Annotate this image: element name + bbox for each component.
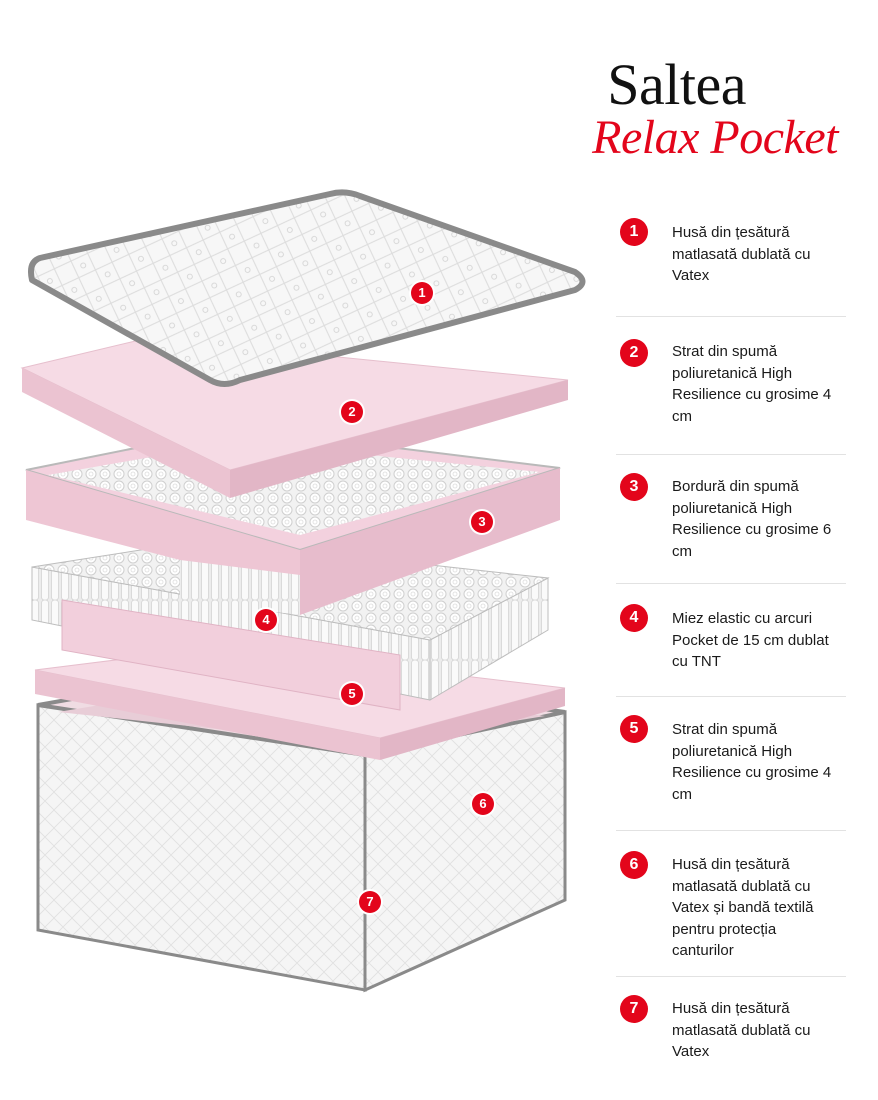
mattress-illustration	[20, 189, 586, 993]
legend-item: 6 Husă din țesătură matlasată dublată cu…	[616, 831, 846, 977]
product-title-line2: Relax Pocket	[592, 111, 838, 164]
legend-text: Husă din țesătură matlasată dublată cu V…	[672, 856, 814, 959]
legend-item: 5 Strat din spumă poliuretanică High Res…	[616, 697, 846, 831]
marker-4: 4	[255, 609, 277, 631]
legend-item: 4 Miez elastic cu arcuri Pocket de 15 cm…	[616, 584, 846, 697]
layer-2-foam	[20, 337, 569, 498]
legend-text: Bordură din spumă poliuretanică High Res…	[672, 478, 832, 560]
marker-5: 5	[341, 683, 363, 705]
layers-legend: 1 Husă din țesătură matlasată dublată cu…	[616, 218, 846, 1077]
legend-number: 3	[620, 473, 648, 501]
legend-text: Strat din spumă poliuretanică High Resil…	[672, 721, 832, 803]
legend-text: Miez elastic cu arcuri Pocket de 15 cm d…	[672, 610, 829, 670]
marker-6: 6	[472, 793, 494, 815]
marker-2: 2	[341, 401, 363, 423]
legend-text: Husă din țesătură matlasată dublată cu V…	[672, 1000, 811, 1060]
layer-1-top-cover	[28, 189, 586, 387]
legend-text: Strat din spumă poliuretanică High Resil…	[672, 343, 832, 425]
marker-7: 7	[359, 891, 381, 913]
marker-3: 3	[471, 511, 493, 533]
legend-number: 1	[620, 218, 648, 246]
marker-1: 1	[411, 282, 433, 304]
legend-item: 7 Husă din țesătură matlasată dublată cu…	[616, 977, 846, 1077]
product-title-line1: Saltea	[607, 52, 746, 117]
legend-number: 4	[620, 604, 648, 632]
legend-text: Husă din țesătură matlasată dublată cu V…	[672, 224, 811, 284]
legend-number: 2	[620, 339, 648, 367]
legend-number: 5	[620, 715, 648, 743]
legend-item: 3 Bordură din spumă poliuretanică High R…	[616, 455, 846, 584]
legend-number: 6	[620, 851, 648, 879]
legend-item: 2 Strat din spumă poliuretanică High Res…	[616, 317, 846, 455]
legend-item: 1 Husă din țesătură matlasată dublată cu…	[616, 218, 846, 317]
legend-number: 7	[620, 995, 648, 1023]
